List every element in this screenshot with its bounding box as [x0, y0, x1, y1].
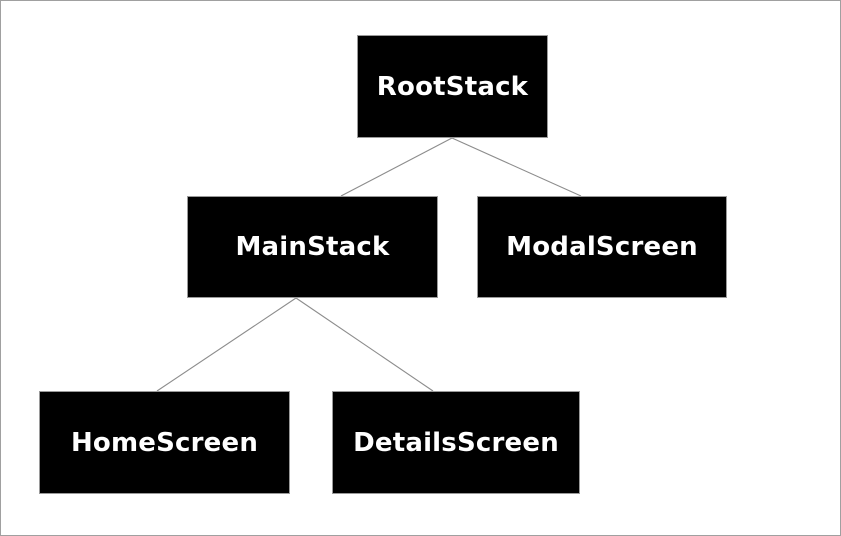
- edge-rootstack-mainstack: [340, 137, 453, 197]
- node-detailsscreen[interactable]: DetailsScreen: [332, 391, 580, 494]
- node-mainstack[interactable]: MainStack: [187, 196, 438, 298]
- edge-mainstack-detailsscreen: [295, 297, 434, 392]
- node-label-mainstack: MainStack: [235, 232, 390, 262]
- node-modalscreen[interactable]: ModalScreen: [477, 196, 727, 298]
- node-rootstack[interactable]: RootStack: [357, 35, 548, 138]
- node-label-modalscreen: ModalScreen: [506, 232, 698, 262]
- node-homescreen[interactable]: HomeScreen: [39, 391, 290, 494]
- edge-mainstack-homescreen: [156, 297, 297, 392]
- node-label-rootstack: RootStack: [376, 71, 529, 102]
- node-label-detailsscreen: DetailsScreen: [353, 427, 559, 458]
- node-label-homescreen: HomeScreen: [70, 427, 259, 458]
- edge-rootstack-modalscreen: [451, 137, 582, 197]
